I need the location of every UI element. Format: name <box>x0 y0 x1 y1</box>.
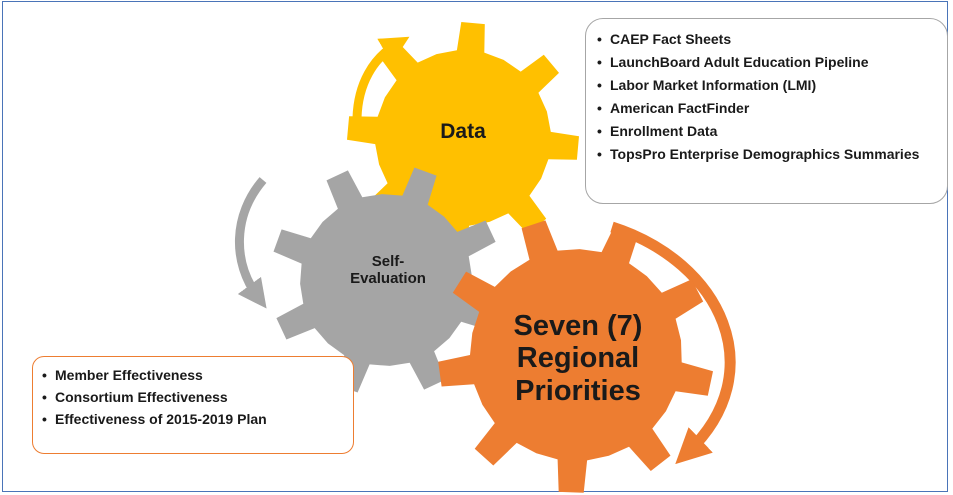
self-evaluation-label-line2: Evaluation <box>350 270 426 288</box>
data-source-item: American FactFinder <box>596 100 937 117</box>
arrow-to-self-evaluation <box>235 177 267 309</box>
data-source-item: TopsPro Enterprise Demographics Summarie… <box>596 146 937 163</box>
self-evaluation-callout: Member Effectiveness Consortium Effectiv… <box>32 356 354 454</box>
self-evaluation-label-line1: Self- <box>371 253 405 270</box>
data-sources-callout: CAEP Fact Sheets LaunchBoard Adult Educa… <box>585 18 948 204</box>
regional-priorities-gear-shape <box>438 220 713 493</box>
self-evaluation-item: Consortium Effectiveness <box>41 389 343 406</box>
regional-priorities-label-line2: Regional <box>516 342 640 375</box>
self-evaluation-item: Effectiveness of 2015-2019 Plan <box>41 411 343 428</box>
data-gear-label-text: Data <box>440 120 486 143</box>
data-source-item: Enrollment Data <box>596 123 937 140</box>
self-evaluation-item: Member Effectiveness <box>41 367 343 384</box>
regional-priorities-label-line1: Seven (7) <box>513 310 643 342</box>
data-gear-label: Data <box>408 120 518 144</box>
data-source-item: Labor Market Information (LMI) <box>596 77 937 94</box>
self-evaluation-gear-shape <box>273 167 499 393</box>
arrow-to-regional-priorities <box>610 221 736 465</box>
self-evaluation-gear-label: Self- Evaluation <box>328 253 448 288</box>
data-source-item: LaunchBoard Adult Education Pipeline <box>596 54 937 71</box>
regional-priorities-gear-label: Seven (7) Regional Priorities <box>478 310 678 407</box>
self-evaluation-list: Member Effectiveness Consortium Effectiv… <box>41 367 343 428</box>
data-sources-list: CAEP Fact Sheets LaunchBoard Adult Educa… <box>596 31 937 164</box>
data-source-item: CAEP Fact Sheets <box>596 31 937 48</box>
regional-priorities-label-line3: Priorities <box>515 374 641 407</box>
arrow-to-data <box>352 36 410 119</box>
